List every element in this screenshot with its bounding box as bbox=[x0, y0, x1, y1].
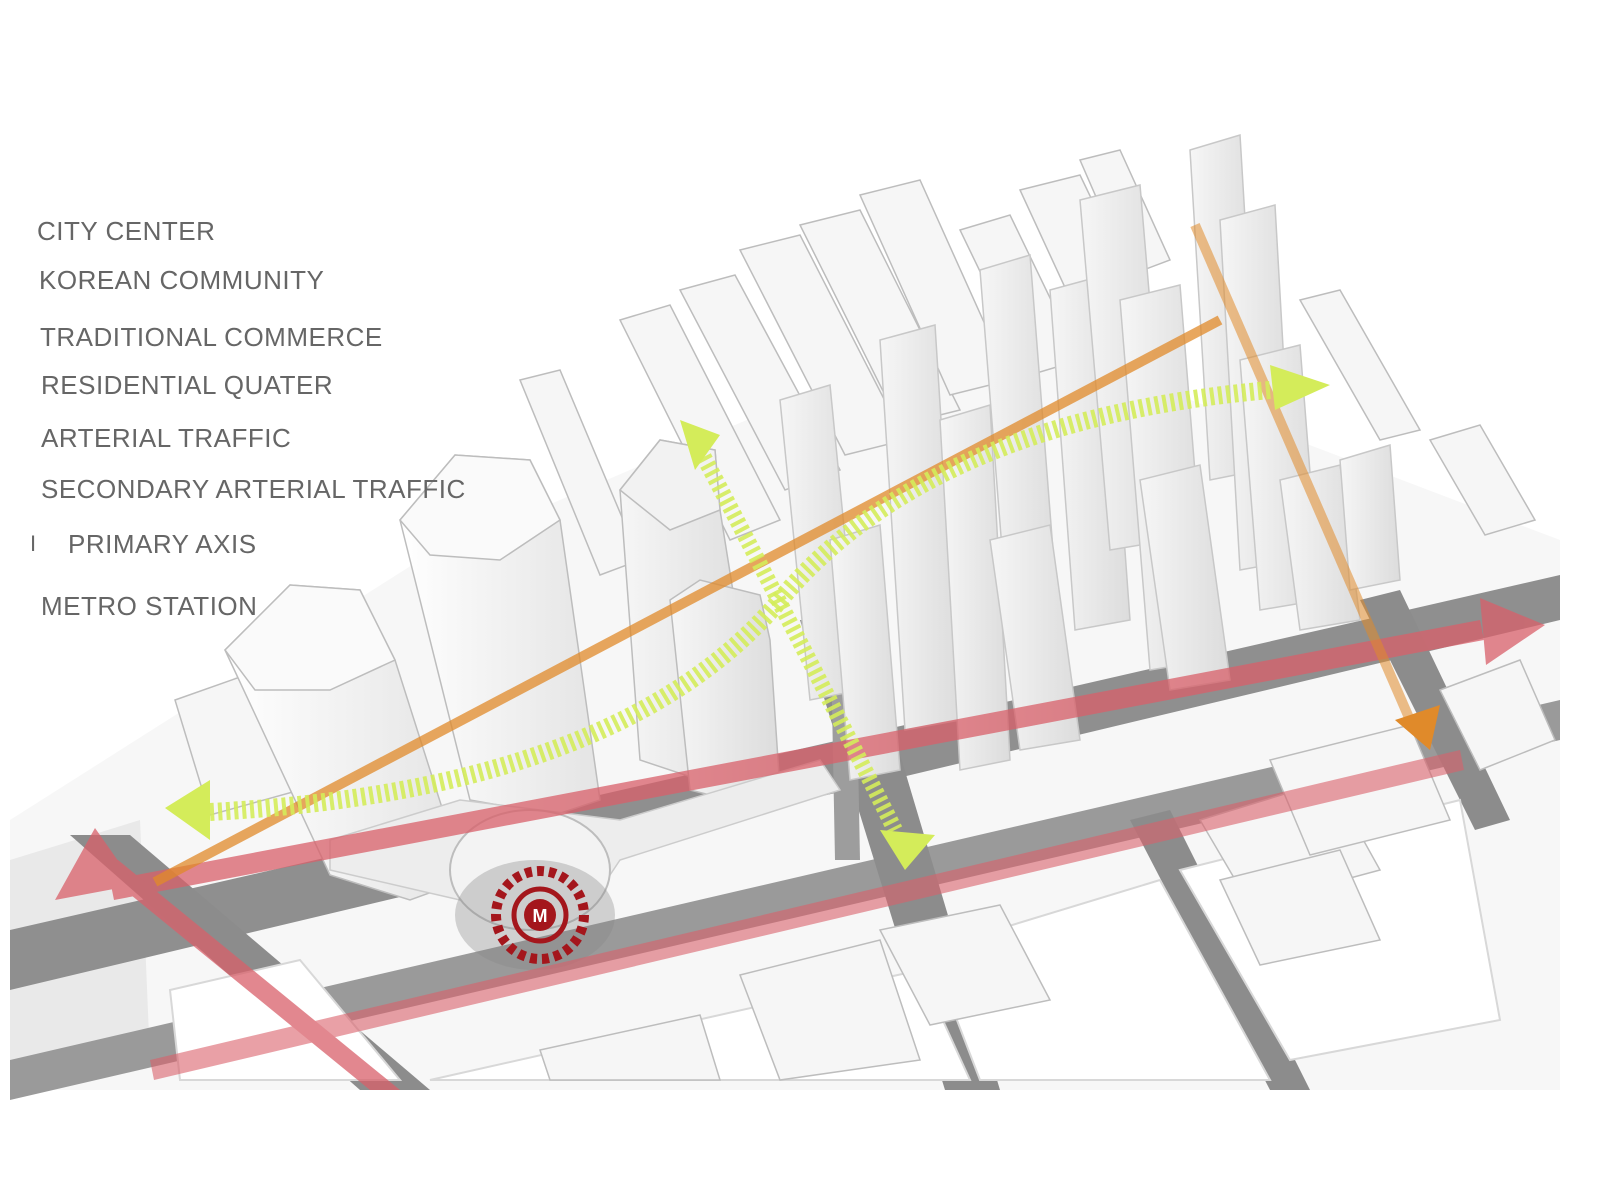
legend: CITY CENTER KOREAN COMMUNITY TRADITIONAL… bbox=[0, 0, 600, 700]
legend-metro-station: METRO STATION bbox=[41, 591, 257, 622]
legend-primary-axis: PRIMARY AXIS bbox=[68, 529, 257, 560]
legend-primary-axis-marker: I bbox=[30, 531, 36, 557]
legend-arterial-traffic: ARTERIAL TRAFFIC bbox=[41, 423, 291, 454]
metro-symbol: M bbox=[533, 906, 548, 926]
legend-secondary-arterial-traffic: SECONDARY ARTERIAL TRAFFIC bbox=[41, 474, 466, 505]
legend-city-center: CITY CENTER bbox=[37, 216, 215, 247]
legend-traditional-commerce: TRADITIONAL COMMERCE bbox=[40, 322, 383, 353]
legend-residential-quarter: RESIDENTIAL QUATER bbox=[41, 370, 333, 401]
legend-korean-community: KOREAN COMMUNITY bbox=[39, 265, 324, 296]
